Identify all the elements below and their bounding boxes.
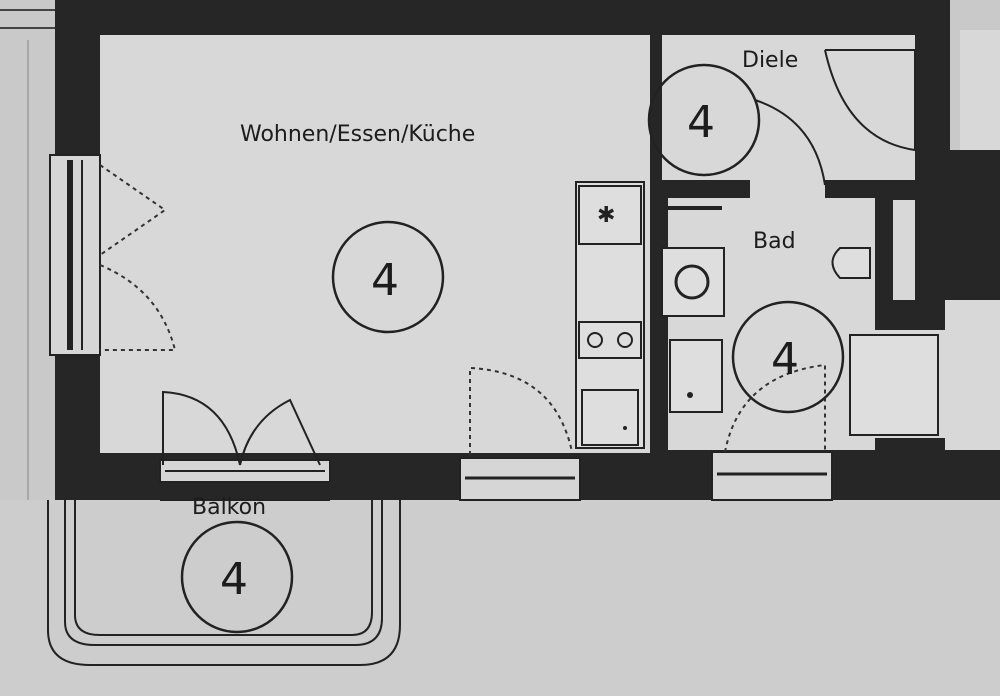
room-floors	[100, 30, 1000, 453]
room-marker-circle-bath	[731, 300, 845, 414]
room-label-living: Wohnen/Essen/Küche	[240, 122, 475, 147]
washing-machine	[661, 247, 725, 317]
kitchen-counter: ✱	[575, 181, 645, 449]
window-bottom-living	[159, 459, 331, 483]
toilet	[831, 247, 871, 279]
room-label-hall: Diele	[742, 48, 798, 73]
swing-arcs	[99, 49, 936, 466]
room-label-bath: Bad	[753, 229, 796, 254]
room-marker-bath: 4	[771, 334, 799, 385]
balcony	[47, 499, 401, 666]
washbasin	[669, 339, 723, 413]
svg-text:✱: ✱	[597, 203, 615, 228]
living-room-floor	[100, 35, 650, 453]
window-bottom-kitchen	[459, 457, 581, 501]
room-marker-circle-living	[331, 220, 445, 334]
room-marker-balcony: 4	[220, 554, 248, 605]
room-marker-hall: 4	[687, 97, 715, 148]
room-marker-circle-hall	[647, 63, 761, 177]
window-left	[49, 154, 101, 356]
shower-tray	[849, 334, 939, 436]
exterior-ground	[0, 500, 1000, 696]
fridge	[578, 185, 642, 245]
stove	[578, 321, 642, 359]
room-marker-circle-balcony	[180, 520, 294, 634]
window-bottom-bath	[711, 451, 833, 501]
kitchen-sink	[581, 389, 639, 446]
room-marker-living: 4	[371, 255, 399, 306]
bath-fixtures	[661, 206, 939, 436]
room-label-balcony: Balkon	[192, 495, 266, 520]
